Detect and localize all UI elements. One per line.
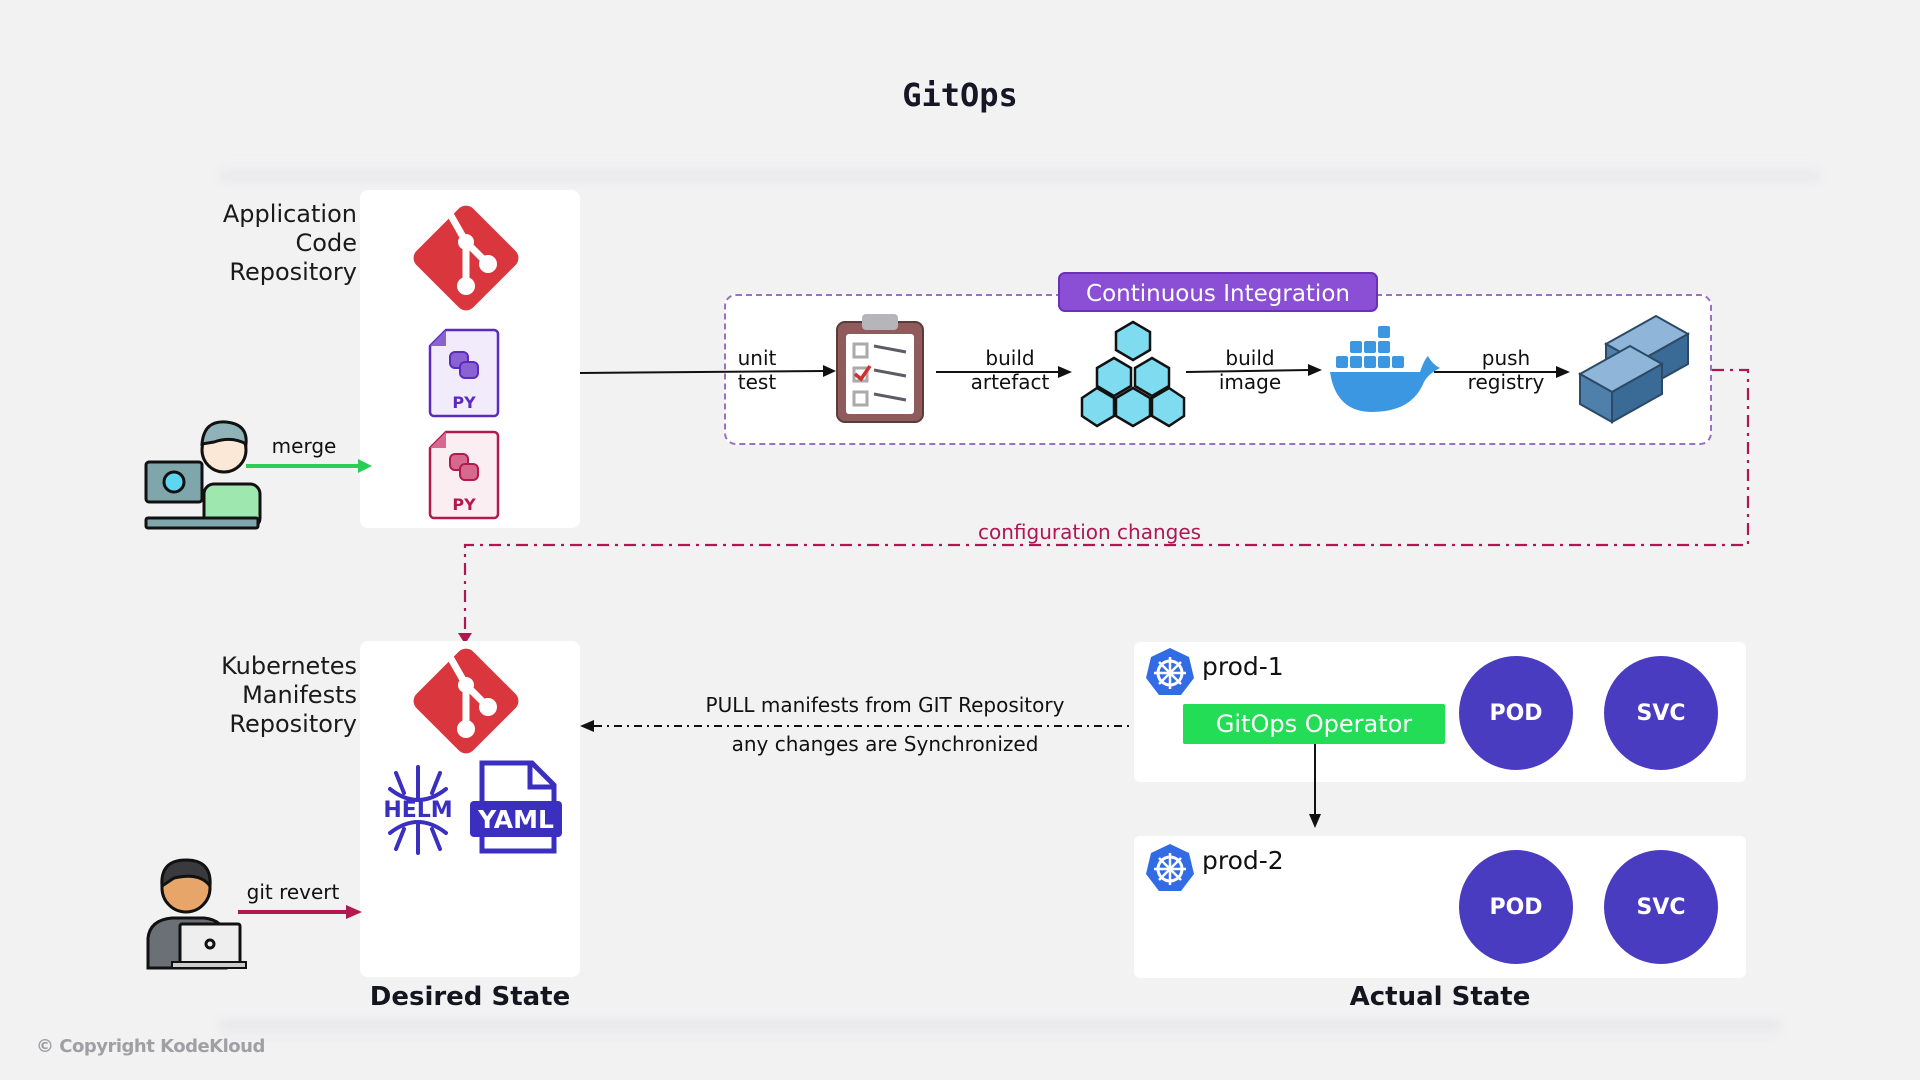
step-unit-test-label: unit test	[720, 346, 794, 394]
step-push-registry-label: push registry	[1456, 346, 1556, 394]
desired-state-label: Desired State	[369, 982, 571, 1012]
push-registry-arrow	[1434, 366, 1570, 378]
manifests-repo-label-line: Manifests	[242, 681, 357, 709]
build-artefact-arrow	[936, 366, 1072, 378]
build-image-arrow	[1185, 364, 1322, 376]
manifests-repo-label: Kubernetes Manifests Repository	[180, 652, 357, 739]
merge-arrow	[246, 459, 372, 473]
app-code-repository-panel[interactable]: PY PY	[360, 190, 580, 528]
svc-resource[interactable]: SVC	[1604, 656, 1718, 770]
container-registry-icon	[1577, 314, 1691, 424]
step-build-artefact-label: build artefact	[960, 346, 1060, 394]
svc-resource[interactable]: SVC	[1604, 850, 1718, 964]
step-label-line: unit	[737, 346, 777, 370]
pod-resource[interactable]: POD	[1459, 656, 1573, 770]
sync-connector	[580, 720, 1180, 732]
step-label-line: image	[1218, 370, 1282, 394]
step-label-line: test	[737, 370, 777, 394]
step-label-line: artefact	[970, 370, 1050, 394]
helm-icon: HELM	[383, 765, 453, 855]
step-label-line: build	[985, 346, 1035, 370]
continuous-integration-badge: Continuous Integration	[1058, 272, 1378, 312]
cluster-name: prod-1	[1202, 652, 1284, 681]
docker-whale-icon	[1330, 326, 1440, 412]
developer-desktop-icon	[144, 420, 262, 530]
kubernetes-icon	[1146, 844, 1194, 891]
configuration-changes-label: configuration changes	[978, 520, 1202, 544]
svg-text:PY: PY	[452, 495, 476, 514]
app-repo-label: Application Code Repository	[180, 200, 357, 287]
merge-label: merge	[271, 434, 337, 458]
yaml-file-icon: YAML	[470, 760, 562, 854]
python-file-icon: PY	[428, 430, 500, 524]
step-label-line: push	[1481, 346, 1531, 370]
actual-state-label: Actual State	[1349, 982, 1531, 1012]
manifests-repo-label-line: Kubernetes	[221, 652, 357, 680]
git-revert-arrow	[238, 905, 362, 919]
unit-test-arrow	[579, 365, 836, 377]
divider-bottom	[220, 1020, 1780, 1042]
git-logo-icon	[413, 205, 519, 311]
pod-resource[interactable]: POD	[1459, 850, 1573, 964]
app-repo-label-line: Repository	[229, 258, 357, 286]
step-build-image-label: build image	[1200, 346, 1300, 394]
clipboard-checklist-icon	[836, 314, 924, 423]
step-label-line: registry	[1467, 370, 1545, 394]
app-repo-label-line: Application	[222, 200, 357, 228]
developer-laptop-icon	[146, 858, 247, 970]
kubernetes-icon	[1146, 648, 1194, 695]
divider-top	[220, 160, 1820, 182]
copyright-notice: © Copyright KodeKloud	[36, 1036, 265, 1057]
cubes-artefact-icon	[1080, 320, 1186, 428]
gitops-operator[interactable]: GitOps Operator	[1183, 704, 1445, 744]
git-revert-label: git revert	[246, 880, 340, 904]
git-logo-icon	[413, 648, 519, 754]
app-repo-label-line: Code	[295, 229, 357, 257]
step-label-line: build	[1225, 346, 1275, 370]
svg-text:HELM: HELM	[383, 798, 452, 823]
operator-to-prod-2-arrow	[1309, 744, 1321, 828]
svg-text:PY: PY	[452, 393, 476, 412]
cluster-prod-2[interactable]: prod-2 POD SVC	[1134, 836, 1746, 978]
manifests-repo-label-line: Repository	[229, 710, 357, 738]
svg-text:YAML: YAML	[477, 805, 554, 834]
page-title: GitOps	[902, 76, 1018, 114]
kubernetes-manifests-repository-panel[interactable]: HELM YAML	[360, 641, 580, 977]
cluster-name: prod-2	[1202, 846, 1284, 875]
python-file-icon: PY	[428, 328, 500, 422]
sync-pull-label: PULL manifests from GIT Repository	[705, 693, 1065, 717]
sync-synchronized-label: any changes are Synchronized	[731, 732, 1039, 756]
